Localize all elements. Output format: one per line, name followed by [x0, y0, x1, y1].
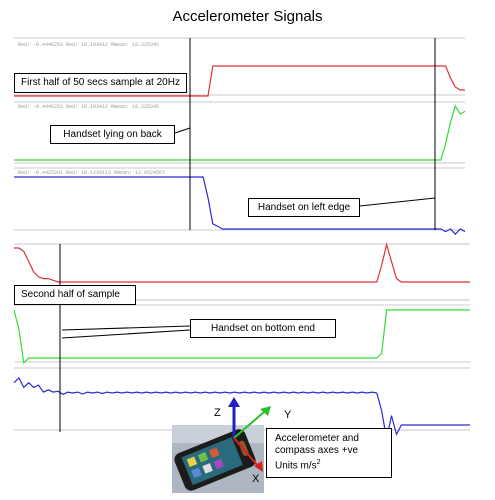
green-series-line [13, 309, 470, 365]
series-readout: Red: -0.4425201 Red: 10.1239113 Rmean: 1… [18, 170, 165, 176]
y-axis-label: Y [284, 409, 292, 421]
x-axis-arrow [233, 437, 259, 467]
axes-note-units: Units m/s [275, 460, 317, 472]
handset-photo [172, 425, 264, 493]
callout-pointer [174, 127, 191, 134]
axes-note-line1: Accelerometer and [275, 433, 359, 444]
blue-series-line [13, 377, 470, 440]
axes-note-unit-exponent: 2 [316, 459, 321, 466]
red-series-line [14, 65, 465, 97]
callout-pointer [61, 325, 191, 331]
callout-lying-on-back: Handset lying on back [50, 125, 175, 144]
callout-pointer [61, 329, 191, 339]
chart-title: Accelerometer Signals [172, 8, 323, 25]
x-axis-arrowhead [254, 461, 263, 472]
series-readout: Red: -0.4446253 Red: 10.103412 Rmean: 10… [18, 104, 159, 110]
callout-axes-note: Accelerometer and compass axes +ve Units… [266, 428, 392, 478]
x-axis-label: X [252, 473, 260, 485]
blue-series-line [14, 176, 466, 236]
y-axis-arrowhead [260, 406, 271, 416]
callout-bottom-end: Handset on bottom end [190, 319, 336, 338]
z-axis-label: Z [214, 407, 221, 419]
axes-note-line2: compass axes +ve [275, 445, 359, 456]
axes-note-line3: Units m/s2 [275, 457, 383, 472]
series-readout: Red: -0.4446253 Red: 10.103412 Rmean: 10… [18, 42, 159, 48]
callout-first-half: First half of 50 secs sample at 20Hz [14, 73, 187, 93]
callout-pointer [359, 197, 436, 207]
y-axis-arrow [233, 411, 265, 439]
red-series-line [14, 242, 470, 283]
z-axis-arrowhead [228, 397, 240, 407]
green-series-line [14, 104, 466, 161]
callout-second-half: Second half of sample [14, 285, 136, 305]
callout-left-edge: Handset on left edge [248, 198, 360, 217]
